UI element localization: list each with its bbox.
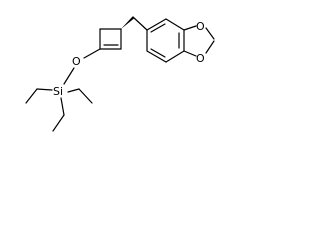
silicon-label: Si (53, 85, 63, 98)
benzene-bond-2 (165, 18, 185, 31)
dioxole-bond-o-ch2-top (205, 27, 215, 40)
ethyl-right-bond-1 (67, 88, 80, 93)
dioxole-bond-c-o-top (183, 25, 197, 31)
stereo-wedge-bond (121, 16, 134, 29)
dioxole-bond-o-c-bottom (183, 50, 197, 57)
ethyl-left-bond-1 (36, 88, 53, 91)
methylene-bond (132, 16, 148, 31)
dioxole-ring (183, 25, 215, 57)
ethyl-groups (25, 88, 93, 132)
benzene-bond-5 (146, 50, 167, 63)
ethyl-down-bond-2 (52, 114, 65, 132)
benzene-bond-1 (146, 18, 167, 31)
dioxole-oxygen-top-label: O (196, 20, 205, 33)
benzene-double-3 (150, 48, 166, 58)
ring-to-oxygen-bond (83, 48, 101, 59)
dioxole-oxygen-bottom-label: O (196, 52, 205, 65)
benzene-ring (146, 18, 185, 63)
benzene-bond-4 (165, 50, 185, 63)
oxygen-to-silicon-bond (63, 67, 75, 85)
ethyl-left-bond-2 (25, 88, 38, 104)
siloxy-oxygen-label: O (72, 55, 81, 68)
chemical-structure: O O O Si (25, 16, 215, 132)
dioxole-bond-ch2-o-bottom (205, 40, 215, 54)
benzene-double-1 (150, 23, 166, 33)
ethyl-down-bond-1 (60, 97, 65, 116)
ethyl-right-bond-2 (78, 88, 93, 104)
cyclobutene-ring (99, 28, 122, 50)
